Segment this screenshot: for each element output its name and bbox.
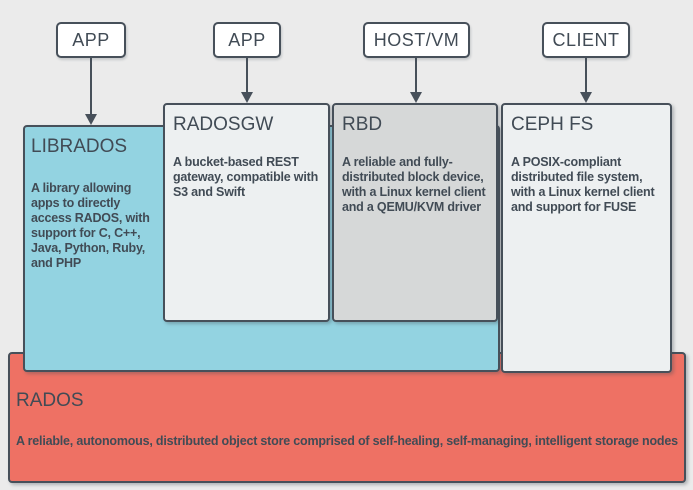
arrow-head-icon	[85, 114, 97, 125]
arrow-shaft	[585, 58, 587, 93]
panel-cephfs-description: A POSIX-compliant distributed file syste…	[511, 155, 655, 214]
arrow-head-icon	[580, 92, 592, 103]
panel-cephfs: CEPH FS A POSIX-compliant distributed fi…	[501, 103, 672, 373]
arrow-shaft	[90, 58, 92, 115]
arrow-hostvm-to-rbd	[410, 58, 422, 103]
arrow-head-icon	[241, 92, 253, 103]
arrow-app1-to-librados	[85, 58, 97, 125]
arrow-app2-to-radosgw	[241, 58, 253, 103]
panel-rados-description: A reliable, autonomous, distributed obje…	[16, 434, 678, 448]
node-app-2: APP	[213, 22, 281, 58]
node-app-2-label: APP	[228, 29, 266, 50]
arrow-shaft	[246, 58, 248, 93]
node-app-1: APP	[56, 22, 126, 58]
panel-rbd-description: A reliable and fully-distributed block d…	[342, 155, 486, 214]
node-host-vm-label: HOST/VM	[373, 29, 460, 50]
panel-radosgw-description: A bucket-based REST gateway, compatible …	[173, 155, 318, 199]
panel-radosgw-title: RADOSGW	[173, 114, 274, 135]
panel-cephfs-title: CEPH FS	[511, 114, 594, 135]
panel-librados-title: LIBRADOS	[31, 136, 128, 157]
node-host-vm: HOST/VM	[363, 22, 470, 58]
panel-rbd-title: RBD	[342, 114, 383, 135]
node-client-label: CLIENT	[552, 29, 620, 50]
panel-rados: RADOS A reliable, autonomous, distribute…	[8, 352, 686, 483]
arrow-client-to-cephfs	[580, 58, 592, 103]
arrow-shaft	[415, 58, 417, 93]
arrow-head-icon	[410, 92, 422, 103]
panel-librados-description: A library allowing apps to directly acce…	[31, 181, 150, 270]
node-client: CLIENT	[542, 22, 630, 58]
panel-rados-title: RADOS	[16, 390, 84, 411]
panel-radosgw: RADOSGW A bucket-based REST gateway, com…	[163, 103, 330, 322]
node-app-1-label: APP	[72, 29, 110, 50]
panel-rbd: RBD A reliable and fully-distributed blo…	[332, 103, 498, 322]
